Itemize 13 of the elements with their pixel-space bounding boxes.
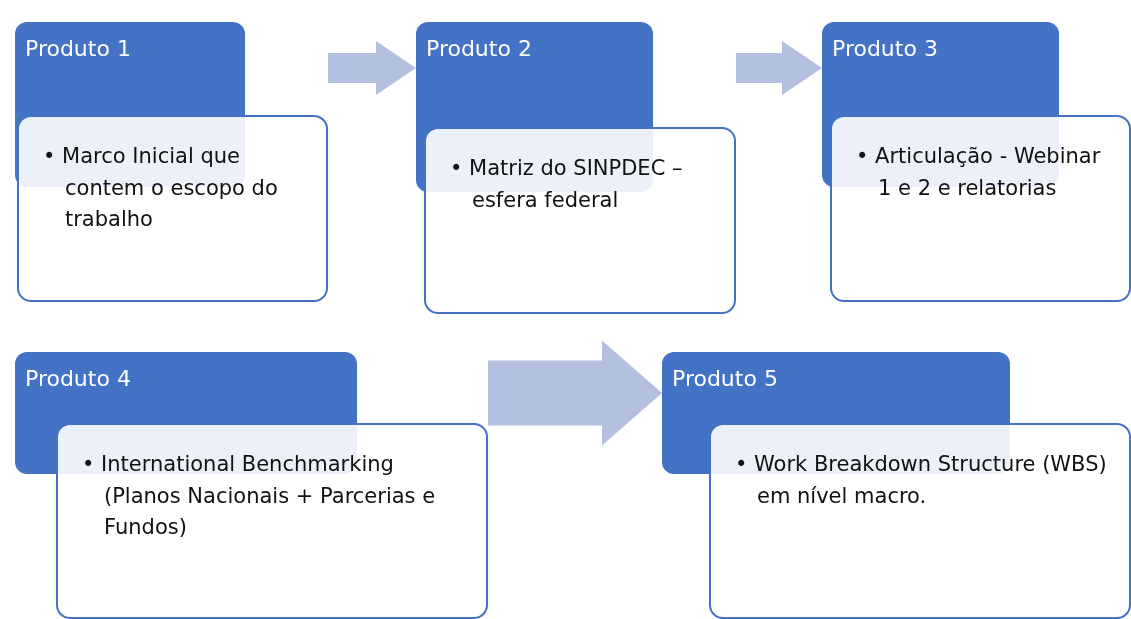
header-text: Produto 3	[832, 36, 938, 61]
header-text: Produto 4	[25, 366, 131, 391]
header-text: Produto 2	[426, 36, 532, 61]
header-text: Produto 5	[672, 366, 778, 391]
block-arrow	[328, 41, 416, 95]
block-arrow	[488, 340, 662, 446]
bullet-text: • Marco Inicial que contem o escopo do trabalho	[43, 143, 279, 233]
header-text: Produto 1	[25, 36, 131, 61]
bullet-text: • Work Breakdown Structure (WBS) em nível macro.	[735, 451, 1108, 510]
bullet-text: • Articulação - Webinar 1 e 2 e relatorias	[856, 143, 1102, 202]
bullet-text: • International Benchmarking (Planos Nacionais + Parcerias e Fundos)	[82, 451, 437, 541]
bullet-text: • Matriz do SINPDEC – esfera federal	[450, 155, 684, 214]
block-arrow	[736, 41, 822, 95]
